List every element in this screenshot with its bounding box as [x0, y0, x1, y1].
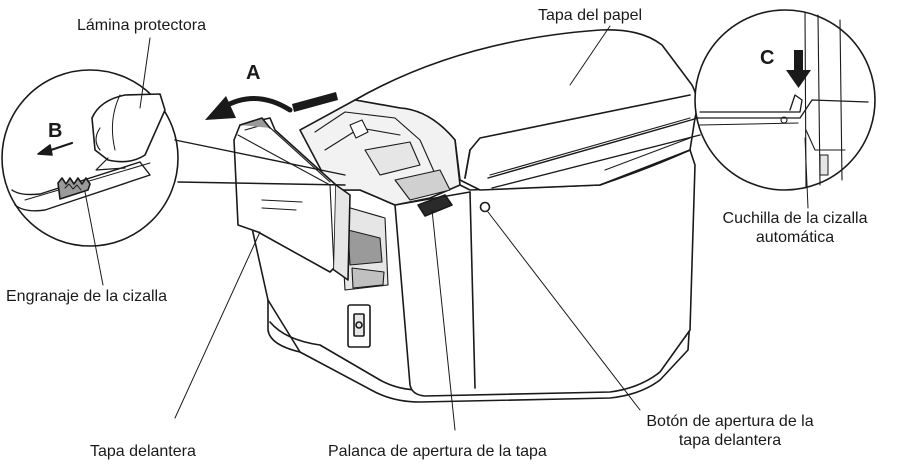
label-cutter-blade: Cuchilla de la cizalla automática	[690, 209, 900, 247]
inset-gear-detail	[1, 69, 179, 247]
leader-lines	[84, 25, 809, 431]
front-cover	[233, 117, 351, 281]
label-paper-cover: Tapa del papel	[538, 7, 643, 24]
curved-arrow-icon	[205, 92, 338, 120]
label-front-cover: Tapa delantera	[90, 443, 196, 460]
label-front-button: Botón de apertura de la tapa delantera	[610, 412, 850, 450]
cover-lever	[417, 194, 453, 217]
label-cover-lever: Palanca de apertura de la tapa	[328, 443, 547, 460]
straight-arrow-icon	[37, 141, 74, 156]
label-cutter-blade-line2: automática	[755, 229, 835, 246]
label-front-button-line1: Botón de apertura de la	[646, 413, 814, 430]
step-letter-a: A	[246, 62, 261, 84]
step-letter-c: C	[760, 47, 775, 69]
label-front-button-line2: tapa delantera	[678, 432, 782, 449]
label-cutter-gear: Engranaje de la cizalla	[6, 288, 167, 305]
protective-sheet	[91, 93, 166, 163]
front-cover-button	[479, 201, 491, 213]
label-cutter-blade-line1: Cuchilla de la cizalla	[722, 210, 868, 227]
step-letter-b: B	[48, 120, 63, 142]
label-protective-sheet: Lámina protectora	[77, 17, 206, 34]
printer-body	[247, 28, 698, 403]
down-arrow-icon	[786, 50, 811, 88]
cutter-blade	[695, 99, 869, 119]
inset-blade-detail	[694, 9, 876, 191]
